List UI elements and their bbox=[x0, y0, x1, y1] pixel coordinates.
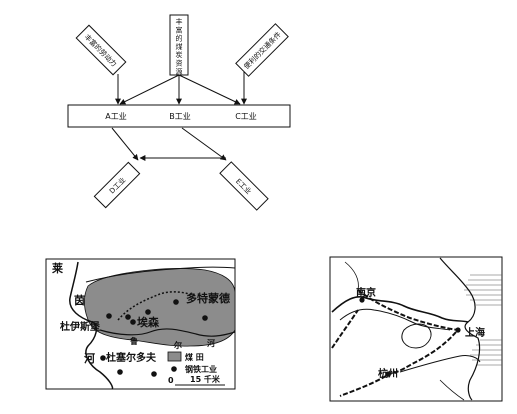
label-duisburg: 杜伊斯堡 bbox=[60, 320, 100, 333]
minor-river-1 bbox=[344, 261, 359, 291]
bottom-right-box: E工业 bbox=[219, 161, 269, 211]
dot-dortmund bbox=[173, 299, 179, 305]
hangzhou-bay bbox=[399, 355, 481, 373]
dot-dusseldorf bbox=[100, 355, 106, 361]
label-rhine-lower: 河 bbox=[84, 351, 95, 365]
ruhr-map: 莱 茵 河 杜伊斯堡 埃森 多特蒙德 杜塞尔多夫 鲁 尔 河 煤 田 钢铁工业 … bbox=[45, 258, 236, 390]
dot-essen-2 bbox=[130, 319, 136, 325]
label-hangzhou: 杭州 bbox=[378, 367, 398, 380]
dot-steel-3 bbox=[117, 369, 123, 375]
railway-west bbox=[331, 309, 359, 349]
yangtze-map-frame bbox=[329, 256, 503, 402]
flowchart: 丰富的劳动力 丰富的煤炭资源 便利的交通条件 A工业 B工业 C工业 bbox=[67, 14, 291, 211]
legend-scale-label: 15 千米 bbox=[190, 374, 221, 384]
label-b-industry: B工业 bbox=[169, 111, 191, 121]
arrow-coal-to-a bbox=[119, 74, 180, 105]
dot-steel-1 bbox=[145, 309, 151, 315]
middle-bar: A工业 B工业 C工业 bbox=[67, 104, 291, 128]
label-shanghai: 上海 bbox=[465, 326, 485, 339]
coal-field bbox=[84, 268, 236, 347]
arrow-coal-to-c bbox=[178, 74, 241, 105]
taihu-lake bbox=[401, 323, 432, 349]
ruhr-river bbox=[99, 328, 236, 337]
top-center-box: 丰富的煤炭资源 bbox=[169, 14, 189, 76]
top-right-box-text: 便利的交通条件 bbox=[242, 30, 283, 71]
label-ruhr-suffix: 尔 bbox=[173, 340, 182, 350]
label-lippe-river: 河 bbox=[207, 338, 215, 348]
railway-shanghai-hangzhou bbox=[385, 331, 457, 375]
arrow-a-to-d bbox=[111, 127, 139, 161]
dot-hangzhou bbox=[385, 371, 391, 377]
railway-hangzhou-south bbox=[339, 375, 387, 397]
ruhr-legend: 煤 田 钢铁工业 0 15 千米 bbox=[167, 351, 225, 386]
label-a-industry: A工业 bbox=[105, 111, 126, 121]
bottom-left-box: D工业 bbox=[93, 161, 141, 209]
arrow-b-to-e bbox=[181, 127, 227, 161]
dot-essen bbox=[125, 314, 131, 320]
lippe-river bbox=[85, 266, 236, 283]
label-dortmund: 多特蒙德 bbox=[186, 291, 230, 305]
legend-steel-dot bbox=[171, 366, 177, 372]
railway-line bbox=[117, 291, 197, 321]
yangtze-river bbox=[331, 296, 469, 323]
legend-coal-label: 煤 田 bbox=[185, 352, 204, 362]
coastline bbox=[439, 257, 481, 401]
legend-steel-label: 钢铁工业 bbox=[185, 364, 217, 374]
minor-river-2 bbox=[439, 379, 465, 401]
yangtze-map: 南京 上海 杭州 bbox=[329, 256, 503, 402]
label-dusseldorf: 杜塞尔多夫 bbox=[106, 351, 157, 364]
label-nanjing: 南京 bbox=[356, 286, 376, 299]
label-essen: 埃森 bbox=[137, 315, 160, 329]
dot-steel-2 bbox=[202, 315, 208, 321]
label-rhine-upper: 莱 bbox=[52, 261, 63, 275]
legend-scale-zero: 0 bbox=[168, 376, 174, 385]
label-ruhr-river: 鲁 bbox=[129, 336, 138, 346]
top-center-box-text: 丰富的煤炭资源 bbox=[176, 17, 183, 76]
label-rhine-mid: 茵 bbox=[74, 293, 85, 307]
rhine-river bbox=[69, 261, 114, 390]
top-right-box: 便利的交通条件 bbox=[235, 23, 289, 77]
dot-nanjing bbox=[359, 297, 365, 303]
legend-coal-swatch bbox=[167, 351, 182, 362]
top-left-box: 丰富的劳动力 bbox=[75, 24, 127, 76]
dot-steel-4 bbox=[151, 371, 157, 377]
dot-shanghai bbox=[455, 327, 461, 333]
dot-duisburg bbox=[106, 313, 112, 319]
railway-nanjing-shanghai bbox=[357, 289, 459, 331]
label-c-industry: C工业 bbox=[235, 111, 257, 121]
